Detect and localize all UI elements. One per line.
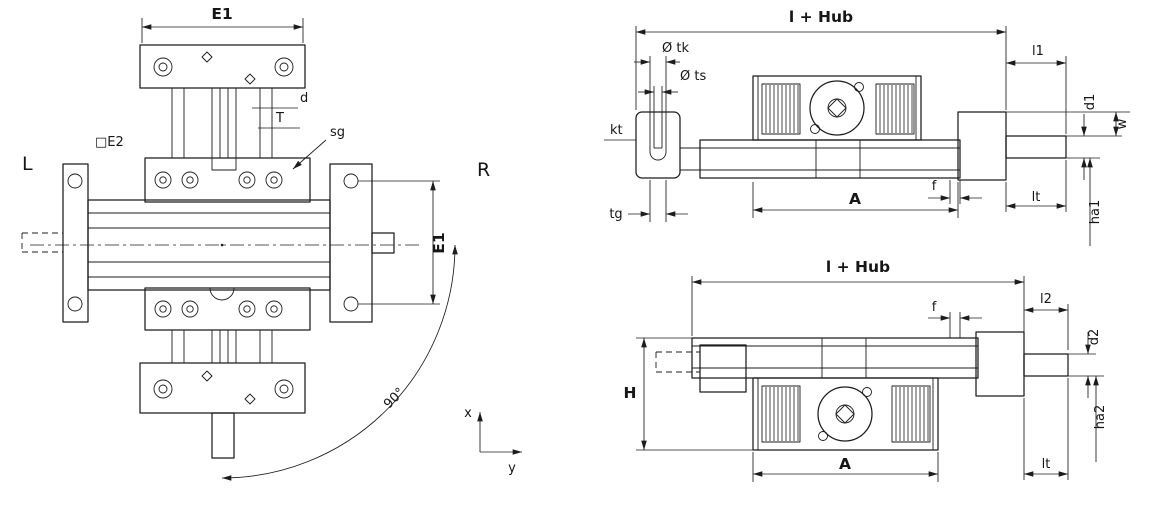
lower-guide-rods xyxy=(171,330,273,363)
lower-carriage-block xyxy=(144,287,311,331)
shaft-square-back xyxy=(835,404,855,424)
output-shaft xyxy=(1005,135,1067,159)
axis-label-y: y xyxy=(508,461,516,476)
plan-view: E1 E1 d T sg □E2 L R 90° x y xyxy=(21,5,522,481)
carriage-back xyxy=(752,377,939,451)
axis-label-x: x xyxy=(464,406,472,421)
top-mount-plate xyxy=(139,44,306,89)
dim-label-t: T xyxy=(275,111,284,126)
hatch-panel-left-back xyxy=(761,385,801,443)
dim-label-lt-back: lt xyxy=(1042,457,1051,472)
back-view: l + Hub f l2 d2 H ha2 A lt xyxy=(624,258,1108,482)
dim-label-stroke-back: l + Hub xyxy=(826,258,890,276)
dim-label-sg: sg xyxy=(330,125,345,140)
dim-label-angle: 90° xyxy=(381,385,408,412)
upper-carriage-block xyxy=(144,157,311,203)
angle-arc xyxy=(221,244,458,481)
connecting-rod xyxy=(680,147,700,171)
back-dimensions xyxy=(636,276,1104,482)
dim-label-d: d xyxy=(300,91,308,106)
dim-label-lt-front: lt xyxy=(1032,190,1041,205)
view-marker-right: R xyxy=(477,159,490,181)
dim-label-e1-top: E1 xyxy=(211,5,232,23)
left-end-plate xyxy=(62,163,89,323)
bottom-shaft xyxy=(211,412,235,459)
hidden-rod-left xyxy=(21,232,63,253)
dim-label-h: H xyxy=(624,384,637,402)
hatch-panel-right-back xyxy=(891,385,931,443)
hatch-panel-right xyxy=(875,83,915,135)
main-body xyxy=(21,163,420,323)
dim-label-f-back: f xyxy=(932,300,937,315)
dim-label-w: w xyxy=(1115,118,1130,129)
center-sub-block xyxy=(815,139,861,179)
right-end-block-back xyxy=(975,331,1069,397)
upper-guide-rods xyxy=(171,88,273,158)
plan-dimensions xyxy=(141,18,522,481)
dim-label-l1: l1 xyxy=(1032,44,1044,59)
dim-label-dia-tk: Ø tk xyxy=(662,41,689,56)
left-block-back xyxy=(699,344,747,393)
bottom-mount-plate xyxy=(139,362,306,459)
dim-label-tg: tg xyxy=(609,207,622,222)
dim-label-e1-side: E1 xyxy=(430,232,448,253)
rail-body-back xyxy=(655,337,979,393)
rail-body xyxy=(699,139,961,179)
output-shaft-back xyxy=(1023,353,1069,377)
dim-label-ha1: ha1 xyxy=(1088,200,1103,224)
motor-flange-circle xyxy=(809,80,865,136)
dim-label-kt: kt xyxy=(610,123,623,138)
hatch-panel-left xyxy=(761,83,801,135)
coordinate-axes xyxy=(477,412,522,455)
clamp-bracket xyxy=(635,111,681,179)
dim-label-dia-ts: Ø ts xyxy=(680,69,706,84)
drive-shaft-stub xyxy=(371,232,395,254)
right-end-block xyxy=(957,111,1067,181)
dim-label-stroke-front: l + Hub xyxy=(789,8,853,26)
dim-label-a-back: A xyxy=(839,455,851,473)
dim-label-ha2: ha2 xyxy=(1093,405,1108,429)
hidden-rod-back xyxy=(655,351,700,373)
motor-flange-circle-back xyxy=(817,386,873,442)
dim-label-d2: d2 xyxy=(1087,329,1102,346)
shaft-square xyxy=(827,98,847,118)
view-marker-left: L xyxy=(22,153,33,175)
dim-label-a-front: A xyxy=(849,190,861,208)
center-sub-block-back xyxy=(821,337,867,379)
front-dimensions xyxy=(604,26,1130,246)
carriage xyxy=(752,75,922,141)
dim-label-f-front: f xyxy=(932,179,937,194)
dim-label-e2: □E2 xyxy=(95,135,124,150)
dim-label-d1: d1 xyxy=(1083,94,1098,111)
front-view: l + Hub Ø tk Ø ts kt tg A f lt l1 d1 w h… xyxy=(604,8,1130,246)
dim-label-l2: l2 xyxy=(1040,292,1052,307)
